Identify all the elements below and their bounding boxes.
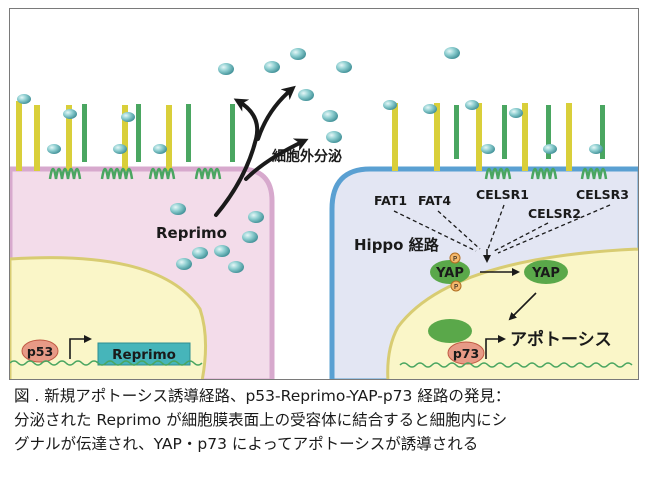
label-fat1: FAT1	[374, 193, 407, 208]
label-reprimo-protein: Reprimo	[156, 224, 227, 242]
hippo-dashed-arrows	[393, 204, 611, 254]
reprimo-gene-box	[97, 342, 191, 366]
caption-line-3: グナルが伝達され、YAP・p73 によってアポトーシスが誘導される	[14, 435, 479, 453]
label-reprimo-gene: Reprimo	[112, 347, 176, 363]
label-apoptosis: アポトーシス	[510, 329, 612, 350]
secretion-arrows	[214, 85, 309, 217]
p53-protein	[21, 339, 59, 363]
label-celsr3: CELSR3	[576, 187, 629, 202]
right-dna	[399, 362, 633, 368]
reprimo-molecules	[17, 47, 603, 273]
label-celsr1: CELSR1	[476, 187, 529, 202]
right-membrane-receptors	[392, 103, 608, 180]
caption-line-2: 分泌された Reprimo が細胞膜表面上の受容体に結合すると細胞内にシ	[14, 411, 508, 429]
pathway-figure: 細胞外分泌 Reprimo FAT1 FAT4 CELSR1 CELSR3 CE…	[9, 8, 639, 380]
label-hippo-pathway: Hippo 経路	[354, 236, 440, 254]
caption-line-1: 図 . 新規アポトーシス誘導経路、p53-Reprimo-YAP-p73 経路の…	[14, 387, 511, 405]
label-fat4: FAT4	[418, 193, 451, 208]
yap-phosphorylated	[430, 260, 470, 284]
label-extracellular-secretion: 細胞外分泌	[272, 148, 342, 165]
left-membrane-receptors	[16, 101, 235, 180]
phospho-mark-bottom	[450, 280, 462, 292]
figure-caption: 図 . 新規アポトーシス誘導経路、p53-Reprimo-YAP-p73 経路の…	[14, 384, 638, 456]
label-celsr2: CELSR2	[528, 206, 581, 221]
yap-active	[524, 260, 568, 284]
label-phospho-top: P	[453, 255, 457, 263]
label-p53: p53	[27, 344, 53, 359]
transcription-arrow-right	[485, 335, 506, 359]
transcription-arrow-left	[69, 335, 92, 359]
phospho-mark-top	[449, 252, 461, 264]
label-yap-active: YAP	[531, 266, 560, 281]
label-phospho-bottom: P	[454, 283, 458, 291]
yap-nuclear	[428, 319, 472, 343]
left-dna	[10, 360, 203, 366]
label-p73: p73	[453, 346, 479, 361]
label-yap-phospho: YAP	[435, 266, 464, 281]
nuclear-translocation-arrow	[508, 292, 537, 321]
